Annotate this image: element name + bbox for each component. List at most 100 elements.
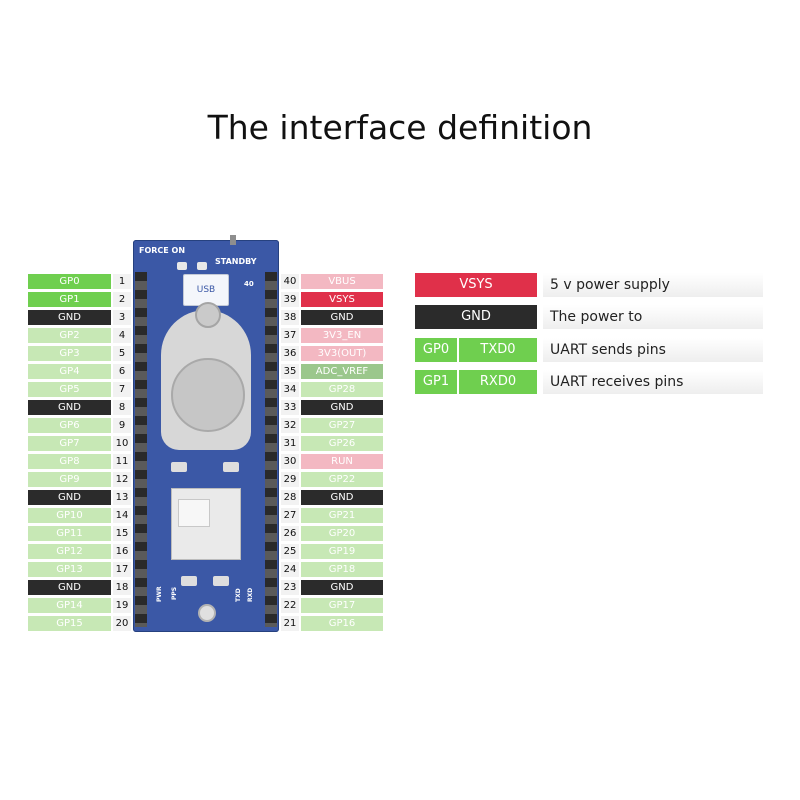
pin-label-26: GP20 <box>301 526 383 541</box>
pin-label-30: RUN <box>301 454 383 469</box>
pin-label-13: GND <box>28 490 111 505</box>
pin-label-31: GP26 <box>301 436 383 451</box>
pin-label-15: GP11 <box>28 526 111 541</box>
pin-number-27: 27 <box>281 508 299 523</box>
legend-description: UART receives pins <box>550 374 684 390</box>
pin-label-29: GP22 <box>301 472 383 487</box>
pin-label-10: GP7 <box>28 436 111 451</box>
legend-chip: GP1 <box>415 370 457 394</box>
pin-number-23: 23 <box>281 580 299 595</box>
pin-label-36: 3V3(OUT) <box>301 346 383 361</box>
pin-label-6: GP4 <box>28 364 111 379</box>
pin-label-18: GND <box>28 580 111 595</box>
standby-led <box>197 262 207 270</box>
pin-number-39: 39 <box>281 292 299 307</box>
pin-number-11: 11 <box>113 454 131 469</box>
legend-row-background <box>543 273 763 297</box>
pin-number-25: 25 <box>281 544 299 559</box>
force-on-label: FORCE ON <box>139 246 186 255</box>
page-title: The interface definition <box>207 108 593 147</box>
pin-label-4: GP2 <box>28 328 111 343</box>
pin-number-7: 7 <box>113 382 131 397</box>
pin-number-37: 37 <box>281 328 299 343</box>
pin-number-33: 33 <box>281 400 299 415</box>
pin-number-35: 35 <box>281 364 299 379</box>
coin-cell <box>171 358 245 432</box>
pin-label-7: GP5 <box>28 382 111 397</box>
component <box>223 462 239 472</box>
pin-number-26: 26 <box>281 526 299 541</box>
rxd-label: RXD <box>247 587 254 602</box>
pin-label-39: VSYS <box>301 292 383 307</box>
pin-label-11: GP8 <box>28 454 111 469</box>
pin-number-16: 16 <box>113 544 131 559</box>
component <box>181 576 197 586</box>
pin-label-25: GP19 <box>301 544 383 559</box>
legend-row-background <box>543 338 763 362</box>
gnss-module <box>171 488 241 560</box>
pin-number-31: 31 <box>281 436 299 451</box>
txd-label: TXD <box>235 588 242 602</box>
pin-label-21: GP16 <box>301 616 383 631</box>
battery-clip <box>195 302 221 328</box>
legend-chip: TXD0 <box>459 338 537 362</box>
pin-number-20: 20 <box>113 616 131 631</box>
pin-label-38: GND <box>301 310 383 325</box>
pin-number-13: 13 <box>113 490 131 505</box>
pin-number-28: 28 <box>281 490 299 505</box>
pin-number-34: 34 <box>281 382 299 397</box>
component <box>213 576 229 586</box>
pin-number-29: 29 <box>281 472 299 487</box>
pico-board: FORCE ON STANDBY 1 40 USB PWR PPS TXD RX… <box>133 235 279 632</box>
pin-number-21: 21 <box>281 616 299 631</box>
pin-label-37: 3V3_EN <box>301 328 383 343</box>
pin-number-6: 6 <box>113 364 131 379</box>
board-pin-40-mark: 40 <box>244 280 254 288</box>
usb-port: USB <box>183 274 229 306</box>
legend-chip: GND <box>415 305 537 329</box>
standby-label: STANDBY <box>215 257 257 266</box>
pin-label-1: GP0 <box>28 274 111 289</box>
pin-number-18: 18 <box>113 580 131 595</box>
left-pin-header <box>135 272 147 627</box>
pin-number-40: 40 <box>281 274 299 289</box>
pin-label-35: ADC_VREF <box>301 364 383 379</box>
pin-label-14: GP10 <box>28 508 111 523</box>
pin-number-5: 5 <box>113 346 131 361</box>
pin-label-32: GP27 <box>301 418 383 433</box>
pin-number-8: 8 <box>113 400 131 415</box>
right-pin-header <box>265 272 277 627</box>
pin-number-14: 14 <box>113 508 131 523</box>
pin-label-28: GND <box>301 490 383 505</box>
pin-label-34: GP28 <box>301 382 383 397</box>
module-chip <box>178 499 210 527</box>
pin-label-27: GP21 <box>301 508 383 523</box>
legend-row: VSYS 5 v power supply <box>415 273 763 297</box>
legend-description: 5 v power supply <box>550 277 670 293</box>
pin-number-4: 4 <box>113 328 131 343</box>
pin-number-19: 19 <box>113 598 131 613</box>
pin-number-3: 3 <box>113 310 131 325</box>
pin-number-9: 9 <box>113 418 131 433</box>
pin-number-17: 17 <box>113 562 131 577</box>
pin-number-32: 32 <box>281 418 299 433</box>
legend-chip: VSYS <box>415 273 537 297</box>
pin-label-17: GP13 <box>28 562 111 577</box>
pin-number-12: 12 <box>113 472 131 487</box>
pin-label-5: GP3 <box>28 346 111 361</box>
pin-label-19: GP14 <box>28 598 111 613</box>
legend-row-background <box>543 370 763 394</box>
legend-description: UART sends pins <box>550 342 666 358</box>
legend-chip: GP0 <box>415 338 457 362</box>
standby-switch <box>230 235 236 245</box>
component <box>171 462 187 472</box>
pin-number-38: 38 <box>281 310 299 325</box>
pin-label-8: GND <box>28 400 111 415</box>
pin-label-22: GP17 <box>301 598 383 613</box>
pin-number-15: 15 <box>113 526 131 541</box>
pin-number-22: 22 <box>281 598 299 613</box>
pin-number-1: 1 <box>113 274 131 289</box>
